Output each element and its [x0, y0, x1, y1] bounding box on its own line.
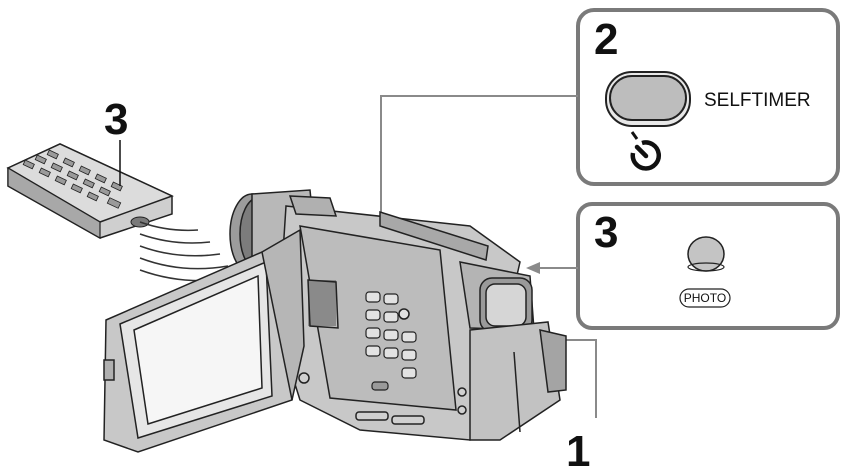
selftimer-step-number: 2	[594, 15, 618, 64]
photo-step-number: 3	[594, 208, 618, 257]
selftimer-button-label: SELFTIMER	[704, 90, 811, 111]
camera-step-leader-line	[553, 339, 597, 418]
photo-button-label: PHOTO	[684, 291, 726, 305]
remote-commander	[6, 143, 174, 240]
photo-button[interactable]	[687, 236, 725, 272]
selftimer-button[interactable]	[605, 71, 691, 127]
photo-panel: 3 PHOTO	[576, 202, 840, 330]
photo-leader-arrowhead	[526, 262, 540, 274]
selftimer-icon	[630, 131, 661, 171]
camcorder	[229, 189, 567, 441]
selftimer-panel: 2 SELFTIMER	[576, 8, 840, 186]
photo-label-frame	[679, 288, 731, 308]
camera-step-number: 1	[566, 427, 590, 470]
lcd-panel	[103, 228, 305, 453]
remote-step-number: 3	[104, 95, 128, 144]
